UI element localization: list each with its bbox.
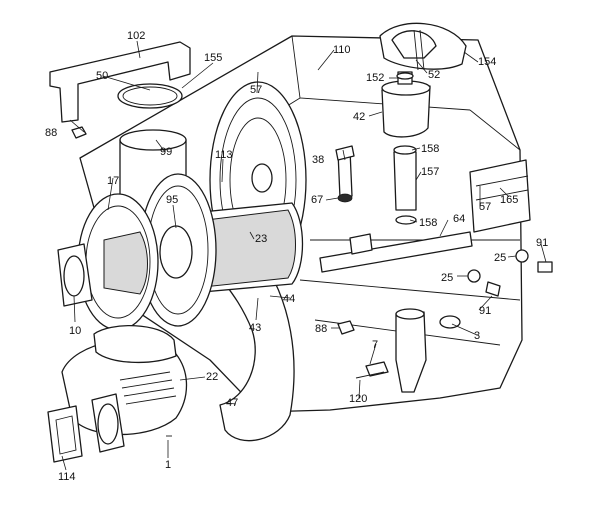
callout-22: 22 [206,371,218,383]
drain-neck-7 [395,311,427,393]
leader-lines [61,40,547,471]
rail-64 [319,231,473,273]
callout-110: 110 [333,44,351,56]
callout-7: 7 [372,339,378,351]
timing-cover-hub [251,163,273,193]
callout-3: 3 [474,330,480,342]
callout-44: 44 [283,293,295,305]
drain-top [395,308,425,320]
sensor-91-right [537,261,553,273]
callout-57-top: 57 [250,84,262,96]
blower-22-top [93,325,177,364]
callout-50: 50 [96,70,108,82]
cap-52-stem [413,29,425,71]
blower-22-fins [119,371,177,405]
callout-155: 155 [204,52,222,64]
callout-23: 23 [255,233,267,245]
callout-47: 47 [226,397,238,409]
washer-67 [337,193,353,203]
callout-38: 38 [312,154,324,166]
clamp-ring-50-inner [122,86,178,106]
clamp-ring-50 [117,83,183,109]
oil-filter-42 [381,85,431,138]
callout-91-right: 91 [536,237,548,249]
bracket-102 [49,41,191,123]
callout-64: 64 [453,213,465,225]
callout-165: 165 [500,194,518,206]
seal-158-top [393,145,417,155]
bolt-38-head [335,145,355,161]
callout-152: 152 [366,72,384,84]
callout-102: 102 [127,30,145,42]
callout-25-right: 25 [494,252,506,264]
callout-120: 120 [349,393,367,405]
sensor-91-lower [485,281,501,297]
callout-158-bottom: 158 [419,217,437,229]
filter-cylinder-screen [189,209,296,289]
callout-43: 43 [249,322,261,334]
rail-64-tab [349,233,373,255]
callout-154: 154 [478,56,496,68]
bolt-120 [355,371,385,379]
sensor-25-lower [467,269,481,283]
callout-67: 67 [311,194,323,206]
blower-outlet-bore [97,403,119,445]
mesh-cone [103,231,148,295]
nut-88-center [337,320,355,335]
cap-52 [391,30,437,59]
flange-10-bore [63,255,85,297]
callout-42: 42 [353,111,365,123]
intake-elbow-pipe [214,253,295,442]
gasket-114-inner [55,415,77,455]
callout-114: 114 [58,471,76,483]
filter-endcap [159,225,193,279]
callout-88-left: 88 [45,127,57,139]
callout-25-lower: 25 [441,272,453,284]
bracket-165-lines [475,175,529,201]
tube-157 [393,151,417,211]
callout-95: 95 [166,194,178,206]
callout-88-center: 88 [315,323,327,335]
callout-labels: 102 50 155 110 52 154 152 57 88 99 42 11… [45,30,548,483]
callout-157: 157 [421,166,439,178]
exhaust-pipe-99-top [119,129,187,151]
callout-57-right: 57 [479,201,491,213]
callout-99: 99 [160,146,172,158]
bracket-165 [469,159,531,233]
callout-10: 10 [69,325,81,337]
gasket-114 [47,405,83,463]
nut-88-left [71,126,87,139]
callout-91-lower: 91 [479,305,491,317]
callout-113: 113 [215,149,233,161]
callout-17: 17 [107,175,119,187]
seal-158-bottom [395,215,417,225]
callout-158-top: 158 [421,143,439,155]
clamp-152 [396,72,414,80]
callout-52: 52 [428,69,440,81]
callout-1: 1 [165,459,171,471]
sensor-25-right [515,249,529,263]
